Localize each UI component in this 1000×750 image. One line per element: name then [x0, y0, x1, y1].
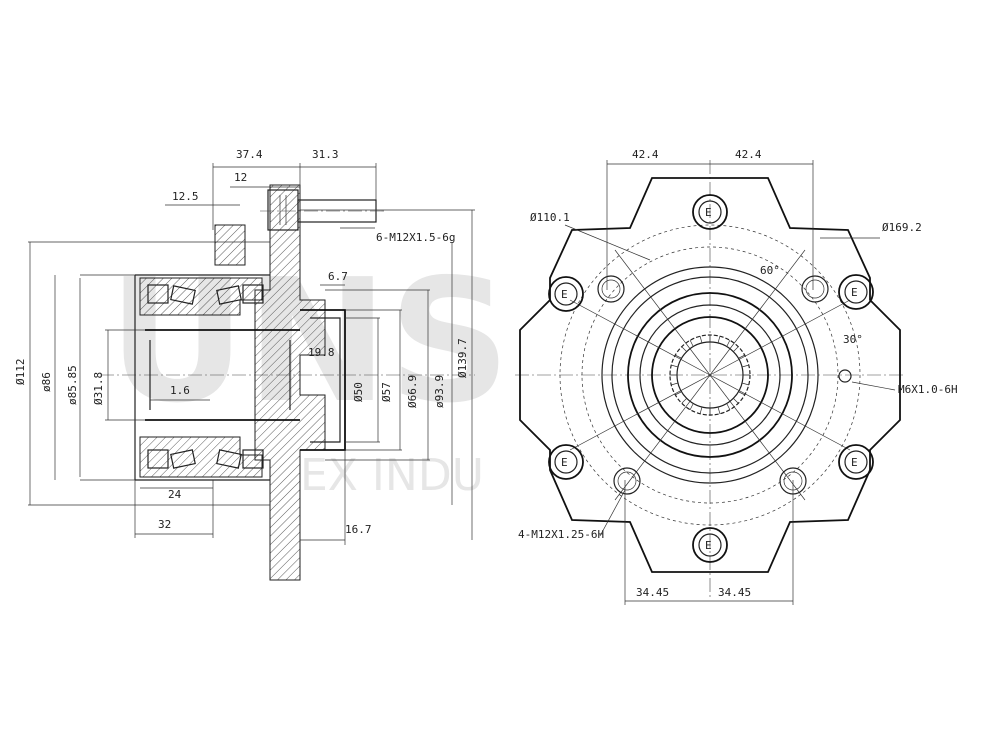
stud-mark-lower-right: E: [851, 456, 858, 469]
dim-dia-50: Ø50: [352, 382, 365, 402]
pcd-circle-large: [559, 224, 861, 526]
side-right-dims: [300, 209, 475, 540]
dim-31-3: 31.3: [312, 148, 339, 161]
upper-bearing: [147, 284, 264, 305]
stud-mark-upper-right: E: [851, 286, 858, 299]
dim-dia-93-9: ø93.9: [433, 375, 446, 408]
angle-60: 60°: [760, 264, 780, 277]
sensor-boss: [214, 224, 246, 266]
stud-hole-bottom: E: [692, 527, 728, 563]
stud-mark-top: E: [705, 206, 712, 219]
angle-30: 30°: [843, 333, 863, 346]
center-radials: [569, 249, 851, 501]
side-bottom-dims: [134, 450, 346, 545]
hub-bore-outline: [300, 309, 346, 451]
hub-ring-2: [611, 276, 809, 474]
stud-hole-upper-right: E: [838, 274, 874, 310]
dim-6-7: 6.7: [328, 270, 348, 283]
dim-dia-86: ø86: [40, 372, 53, 392]
stud-hole-lower-right: E: [838, 444, 874, 480]
dim-34-45-left: 34.45: [636, 586, 669, 599]
hub-bore-inner: [310, 317, 341, 443]
dim-12: 12: [234, 171, 247, 184]
stud-hole-upper-left: E: [548, 276, 584, 312]
dim-16-7: 16.7: [345, 523, 372, 536]
dim-dia-31-8: Ø31.8: [92, 372, 105, 405]
dim-dia-66-9: Ø66.9: [406, 375, 419, 408]
stud-hole-top: E: [692, 194, 728, 230]
dim-dia-139-7: Ø139.7: [456, 338, 469, 378]
stud-mark-upper-left: E: [561, 288, 568, 301]
housing-outline: [134, 274, 270, 481]
dim-dia-110-1: Ø110.1: [530, 211, 570, 224]
hub-ring-1: [601, 266, 819, 484]
dim-dia-85-85: ø85.85: [66, 365, 79, 405]
housing-bottom-wall: [139, 436, 263, 478]
threaded-holes: [597, 275, 829, 495]
shaft-bore: [145, 329, 300, 421]
dim-34-45-right: 34.45: [718, 586, 751, 599]
dim-dia-112: Ø112: [14, 359, 27, 386]
m12-thread-callout: 4-M12X1.25-6H: [518, 528, 604, 541]
dim-24: 24: [168, 488, 182, 501]
dim-19-8: 19.8: [308, 346, 335, 359]
front-dims: [564, 160, 896, 605]
dim-42-4-right: 42.4: [735, 148, 762, 161]
shaft-bore-ends: [149, 340, 291, 410]
dim-1-6: 1.6: [170, 384, 190, 397]
dim-12-5: 12.5: [172, 190, 199, 203]
m6-thread-callout: M6X1.0-6H: [898, 383, 958, 396]
stud-hole-lower-left: E: [548, 444, 584, 480]
hub-ring-4: [639, 304, 781, 446]
side-section-view: 37.4 31.3 12 12.5 6-M12X1.5-6g 6.7 Ø112 …: [14, 148, 475, 581]
stud-thread-callout: 6-M12X1.5-6g: [376, 231, 455, 244]
front-view: E E E E E E: [515, 148, 958, 605]
watermark-subtext: EX INDU: [300, 450, 484, 501]
side-left-dims: [28, 241, 270, 506]
dim-32: 32: [158, 518, 171, 531]
m6-hole: [838, 369, 852, 383]
stud-mark-lower-left: E: [561, 456, 568, 469]
lower-bearing: [147, 449, 264, 469]
hub-ring-3: [627, 292, 793, 458]
stud-mark-bottom: E: [705, 539, 712, 552]
dim-42-4-left: 42.4: [632, 148, 659, 161]
pcd-circle-small: [581, 246, 839, 504]
side-top-dims: [165, 163, 377, 286]
dim-dia-57: Ø57: [380, 382, 393, 402]
wheel-stud: [260, 189, 385, 231]
dim-dia-169-2: Ø169.2: [882, 221, 922, 234]
hub-ring-5: [651, 316, 769, 434]
dim-37-4: 37.4: [236, 148, 263, 161]
spline-teeth: [670, 335, 750, 415]
